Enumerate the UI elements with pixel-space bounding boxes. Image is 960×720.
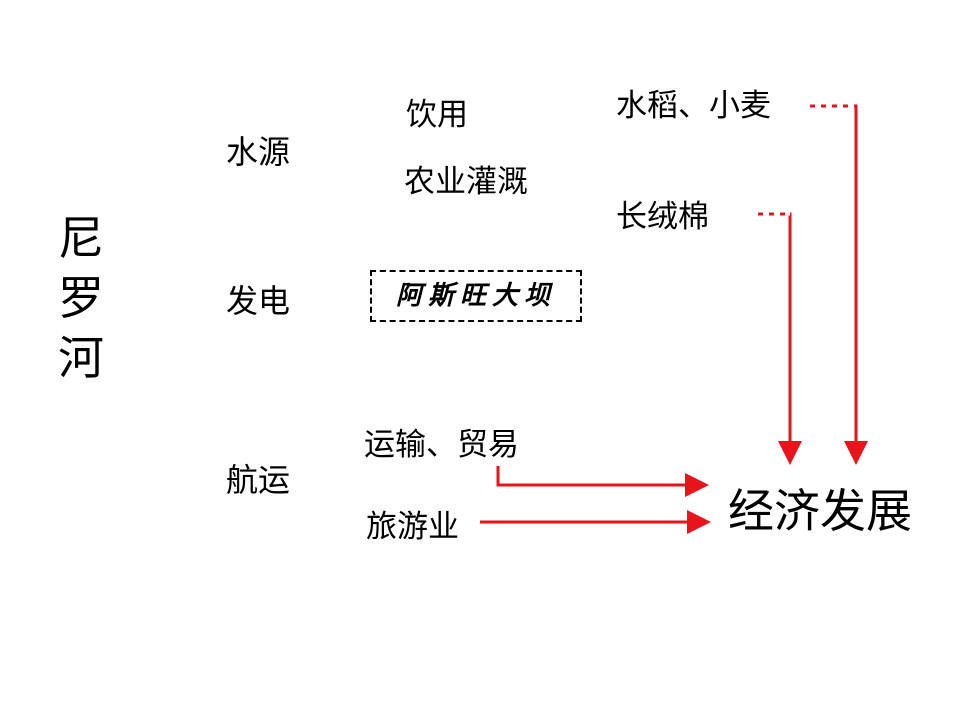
item-transport-trade: 运输、贸易 — [364, 427, 519, 463]
arrow-transport-to-economy — [496, 466, 709, 497]
arrow-rice-wheat-to-economy — [804, 104, 868, 465]
river-name: 尼 罗 河 — [56, 208, 106, 388]
river-char-1: 尼 — [58, 211, 104, 265]
item-tourism: 旅游业 — [366, 509, 459, 545]
crop-rice-wheat: 水稻、小麦 — [616, 88, 771, 124]
dam-box: 阿斯旺大坝 — [370, 270, 582, 322]
river-char-2: 罗 — [58, 271, 104, 325]
crop-cotton: 长绒棉 — [616, 199, 709, 235]
category-power: 发电 — [226, 282, 291, 320]
result-economic-development: 经济发展 — [728, 484, 912, 538]
category-water-source: 水源 — [226, 133, 291, 171]
dam-label: 阿斯旺大坝 — [395, 281, 556, 311]
arrow-cotton-to-economy — [752, 212, 802, 465]
item-drinking: 饮用 — [406, 97, 468, 133]
item-irrigation: 农业灌溉 — [404, 164, 528, 200]
category-shipping: 航运 — [226, 461, 291, 499]
river-char-3: 河 — [58, 331, 104, 385]
